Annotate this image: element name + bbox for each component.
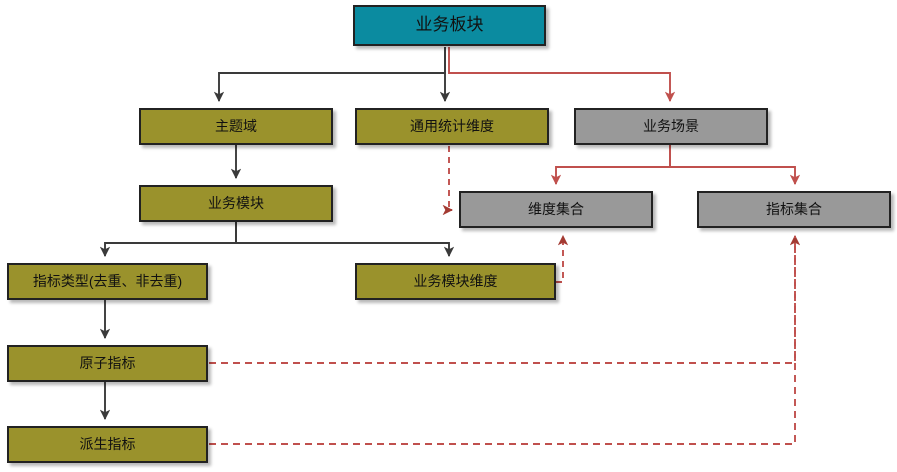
node-label-business-module: 业务模块 bbox=[208, 194, 264, 211]
edge-sector-to-subject-domain bbox=[213, 47, 446, 103]
node-label-derived-metric: 派生指标 bbox=[79, 435, 136, 452]
node-business-scenario[interactable]: 业务场景 bbox=[574, 108, 768, 145]
node-label-business-sector: 业务板块 bbox=[415, 15, 484, 35]
node-label-metric-type: 指标类型(去重、非去重) bbox=[32, 272, 183, 289]
node-label-business-module-dimension: 业务模块维度 bbox=[413, 272, 498, 289]
node-business-module-dimension[interactable]: 业务模块维度 bbox=[355, 263, 556, 300]
node-dimension-set[interactable]: 维度集合 bbox=[459, 191, 653, 228]
node-label-dimension-set: 维度集合 bbox=[528, 200, 584, 217]
edge-general-stat-dimension-to-dimension-set bbox=[442, 146, 454, 216]
node-business-sector[interactable]: 业务板块 bbox=[353, 5, 546, 46]
node-label-general-stat-dimension: 通用统计维度 bbox=[410, 117, 494, 134]
edge-business-scenario-to-metric-set bbox=[669, 145, 801, 186]
edge-sector-to-business-scenario bbox=[448, 47, 676, 103]
node-metric-type[interactable]: 指标类型(去重、非去重) bbox=[7, 263, 208, 300]
node-label-subject-domain: 主题域 bbox=[215, 117, 257, 134]
edge-atomic-metric-to-metric-set bbox=[209, 234, 801, 364]
edge-business-scenario-to-dimension-set bbox=[550, 145, 671, 186]
edge-business-module-to-business-module-dimension bbox=[235, 222, 455, 258]
node-derived-metric[interactable]: 派生指标 bbox=[7, 426, 208, 463]
node-subject-domain[interactable]: 主题域 bbox=[139, 108, 333, 145]
node-atomic-metric[interactable]: 原子指标 bbox=[7, 345, 208, 382]
node-label-atomic-metric: 原子指标 bbox=[79, 354, 136, 371]
node-label-business-scenario: 业务场景 bbox=[643, 117, 699, 134]
edge-derived-metric-to-metric-set bbox=[209, 236, 796, 445]
edge-business-module-to-metric-type bbox=[99, 222, 237, 258]
node-general-stat-dimension[interactable]: 通用统计维度 bbox=[355, 108, 549, 145]
edge-business-module-dimension-to-dimension-set bbox=[556, 234, 569, 283]
node-metric-set[interactable]: 指标集合 bbox=[697, 191, 891, 228]
node-business-module[interactable]: 业务模块 bbox=[139, 185, 333, 222]
node-label-metric-set: 指标集合 bbox=[766, 200, 822, 217]
